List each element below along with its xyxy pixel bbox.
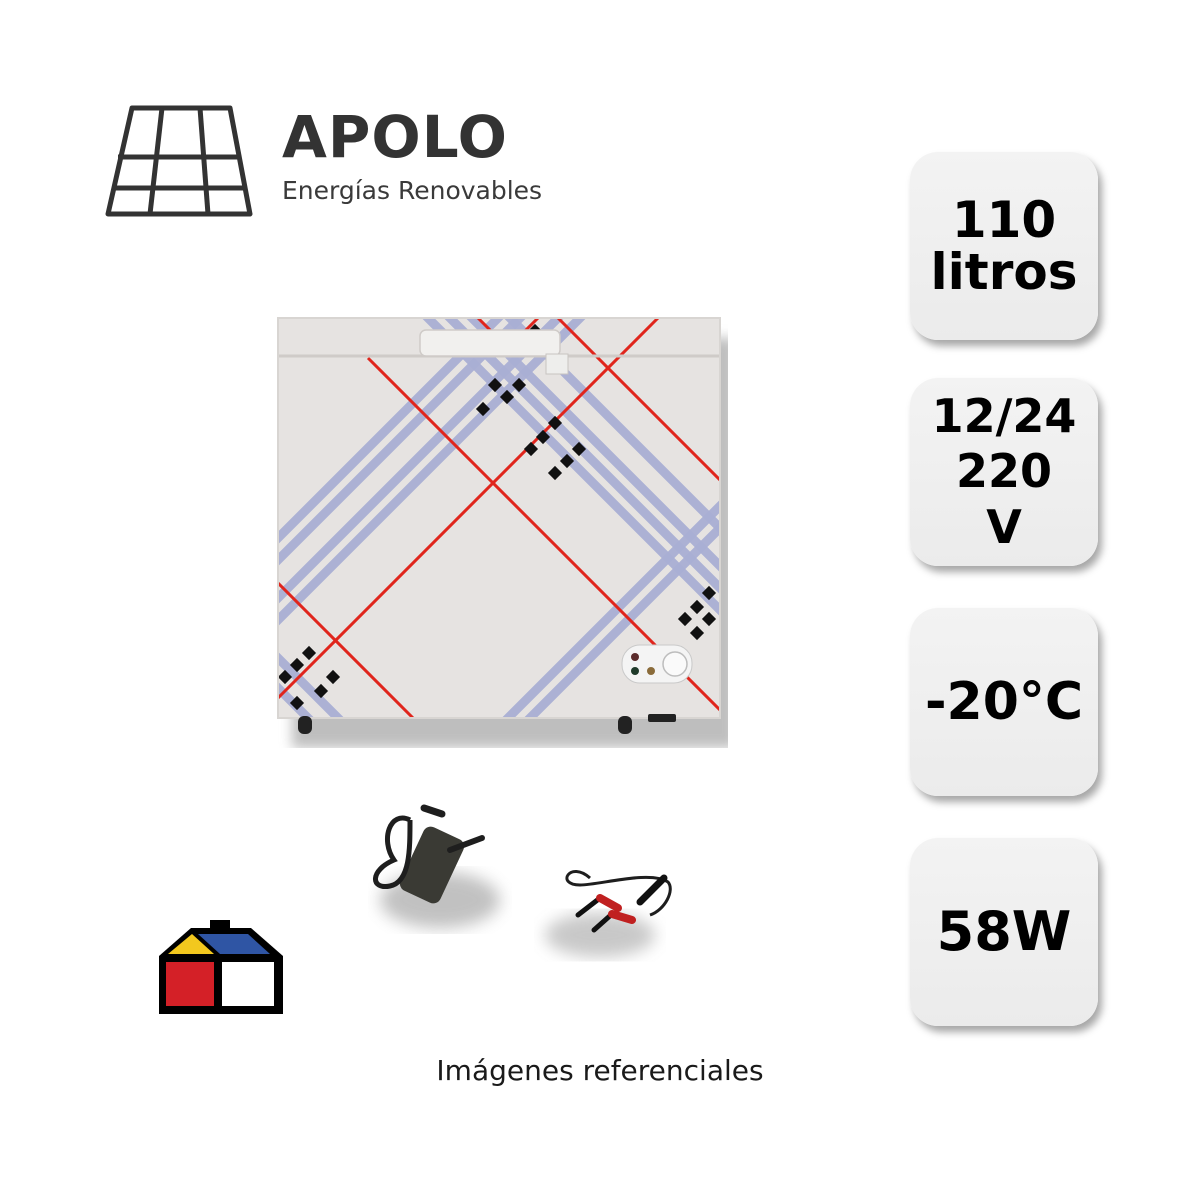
spec-temperature: -20°C — [910, 608, 1098, 796]
reference-images-caption: Imágenes referenciales — [436, 1054, 764, 1087]
spec-power: 58W — [910, 838, 1098, 1026]
spec-temperature-value: -20°C — [924, 671, 1084, 732]
chest-freezer-image — [277, 317, 728, 748]
battery-clamp-cable — [565, 870, 672, 933]
spec-voltage-ac: 220 — [955, 444, 1053, 499]
spec-power-value: 58W — [936, 899, 1072, 963]
house-logo-icon — [159, 920, 283, 1014]
spec-capacity-value: 110 — [951, 190, 1057, 249]
spec-voltage-dc: 12/24 — [931, 389, 1077, 444]
spec-capacity-unit: litros — [930, 243, 1078, 301]
control-panel — [621, 644, 693, 684]
brand-name: APOLO — [282, 103, 508, 171]
brand-header: APOLO Energías Renovables — [104, 104, 584, 224]
accessories-image — [373, 804, 672, 957]
spec-voltage-unit: V — [986, 499, 1022, 554]
solar-panel-icon — [105, 105, 253, 217]
brand-tagline: Energías Renovables — [282, 176, 543, 205]
spec-voltage: 12/24 220 V — [910, 378, 1098, 566]
power-adapter — [373, 804, 485, 904]
spec-capacity: 110 litros — [910, 152, 1098, 340]
